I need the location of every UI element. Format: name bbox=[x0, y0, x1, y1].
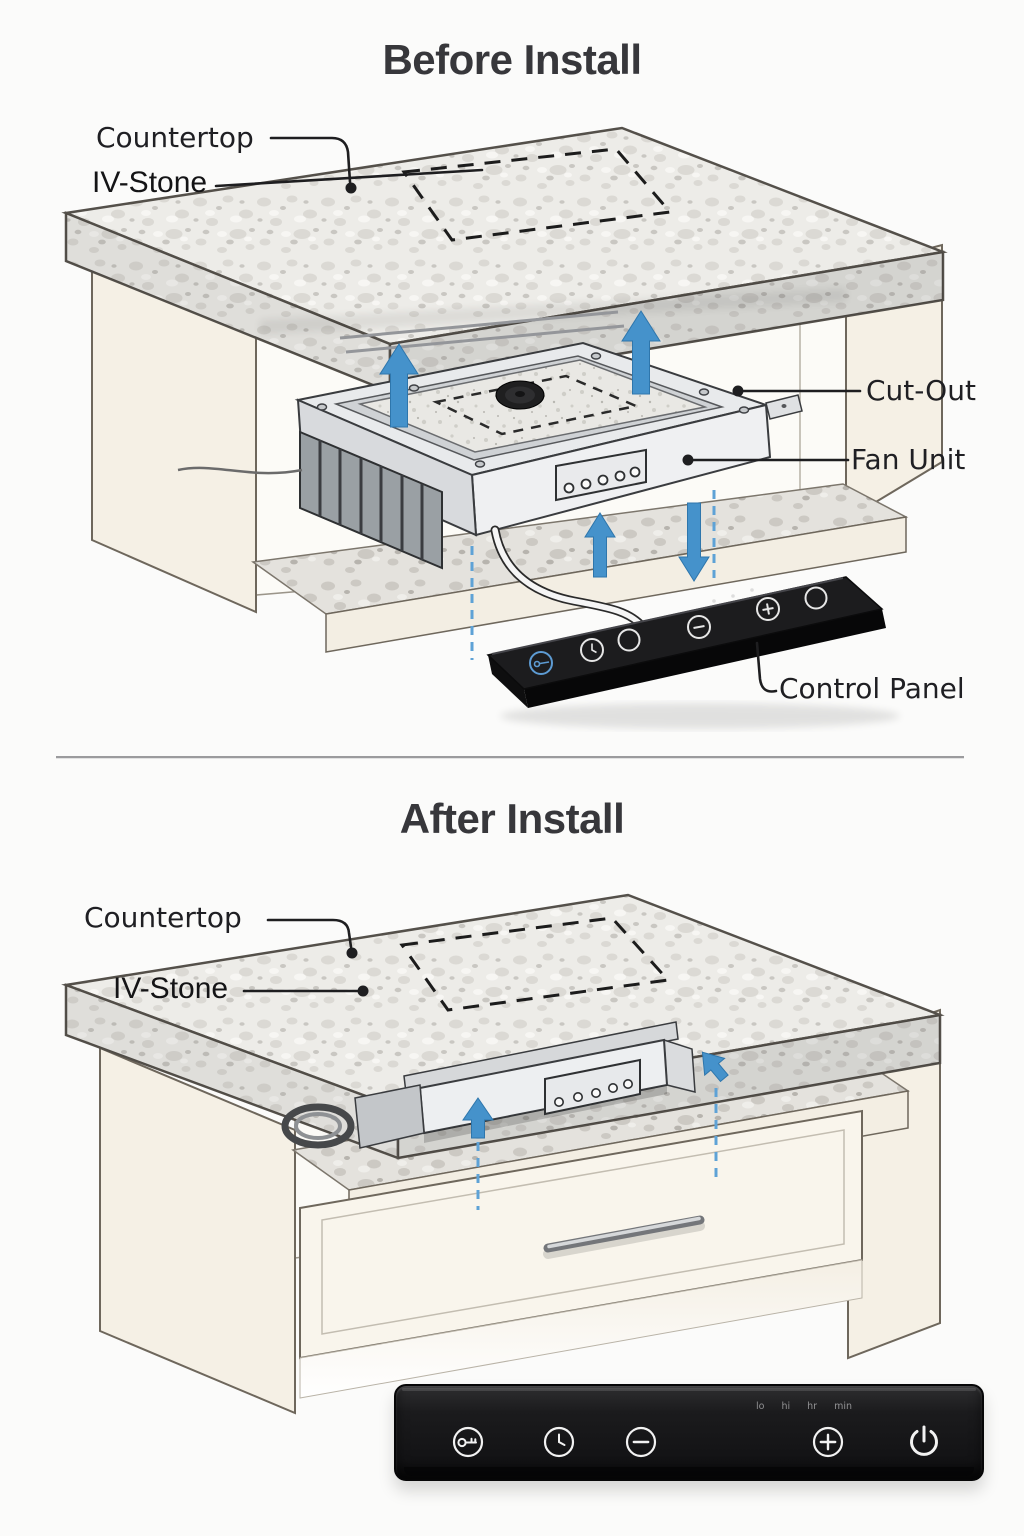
lock-button bbox=[451, 1425, 485, 1459]
control-panel-front: lo hi hr min bbox=[394, 1384, 984, 1481]
install-arrows-before bbox=[379, 310, 716, 660]
countertop-label: Countertop bbox=[96, 121, 254, 154]
vent-dot-panel bbox=[544, 1058, 641, 1116]
leader-countertop bbox=[266, 918, 353, 949]
side-wire bbox=[177, 466, 303, 475]
section-divider bbox=[56, 756, 964, 759]
plus-icon bbox=[812, 1426, 844, 1458]
minus-icon bbox=[687, 615, 711, 639]
drawer-handle bbox=[543, 1215, 705, 1259]
indicator-hr: hr bbox=[807, 1401, 818, 1412]
leader-lines-after bbox=[242, 918, 369, 997]
install-arrows-after bbox=[462, 1051, 729, 1210]
cutout-dashed-outline bbox=[399, 916, 672, 1012]
cabinet-base-band bbox=[299, 1259, 863, 1399]
down-arrow bbox=[678, 502, 710, 582]
clock-icon bbox=[580, 638, 604, 662]
countertop-label: Countertop bbox=[84, 901, 242, 934]
clock-icon bbox=[543, 1426, 575, 1458]
heatsink-fins bbox=[299, 430, 443, 570]
power-button bbox=[906, 1422, 942, 1462]
stone-label: IV-Stone bbox=[92, 166, 208, 199]
fan-unit-label: Fan Unit bbox=[851, 443, 966, 476]
minus-icon bbox=[625, 1426, 657, 1458]
control-panel-label: Control Panel bbox=[779, 672, 965, 705]
panel-indicator-labels: lo hi hr min bbox=[756, 1401, 852, 1412]
key-icon bbox=[452, 1426, 484, 1458]
after-scene bbox=[61, 893, 945, 1415]
leader-stone bbox=[214, 168, 484, 188]
frame-screws bbox=[316, 352, 750, 468]
key-icon bbox=[529, 651, 553, 675]
cutout-label: Cut-Out bbox=[866, 374, 976, 407]
indicator-dots bbox=[712, 588, 754, 603]
leader-countertop bbox=[269, 136, 352, 184]
up-arrow-small bbox=[462, 1097, 494, 1139]
indicator-min: min bbox=[834, 1401, 852, 1412]
cabinet-left-wall bbox=[99, 1046, 296, 1415]
decrease-button bbox=[624, 1425, 658, 1459]
panel-bevel bbox=[404, 1467, 974, 1476]
power-button bbox=[804, 586, 828, 610]
indicator-lo: lo bbox=[756, 1401, 765, 1412]
duct-hose-ring bbox=[281, 1103, 355, 1149]
power-icon bbox=[910, 1425, 938, 1456]
panel-sheen bbox=[402, 1388, 976, 1391]
control-panel-3d bbox=[486, 576, 900, 729]
indicator-hi: hi bbox=[781, 1401, 791, 1412]
before-scene bbox=[61, 126, 948, 729]
up-arrow bbox=[621, 310, 661, 395]
cutout-dashed-outline bbox=[401, 147, 673, 242]
circle-button bbox=[617, 628, 641, 652]
duct-bracket bbox=[354, 1084, 425, 1149]
leader-control-panel bbox=[755, 641, 778, 693]
power-cable bbox=[490, 525, 648, 632]
increase-button bbox=[811, 1425, 845, 1459]
before-title: Before Install bbox=[382, 36, 642, 83]
stone-label: IV-Stone bbox=[113, 972, 229, 1005]
angled-arrow bbox=[701, 1051, 729, 1083]
leader-lines-before bbox=[214, 136, 862, 693]
timer-button bbox=[542, 1425, 576, 1459]
mounting-rails bbox=[339, 310, 625, 354]
plus-icon bbox=[756, 597, 780, 621]
up-arrow bbox=[379, 343, 419, 428]
up-arrow-small bbox=[584, 512, 616, 578]
after-title: After Install bbox=[399, 795, 625, 842]
